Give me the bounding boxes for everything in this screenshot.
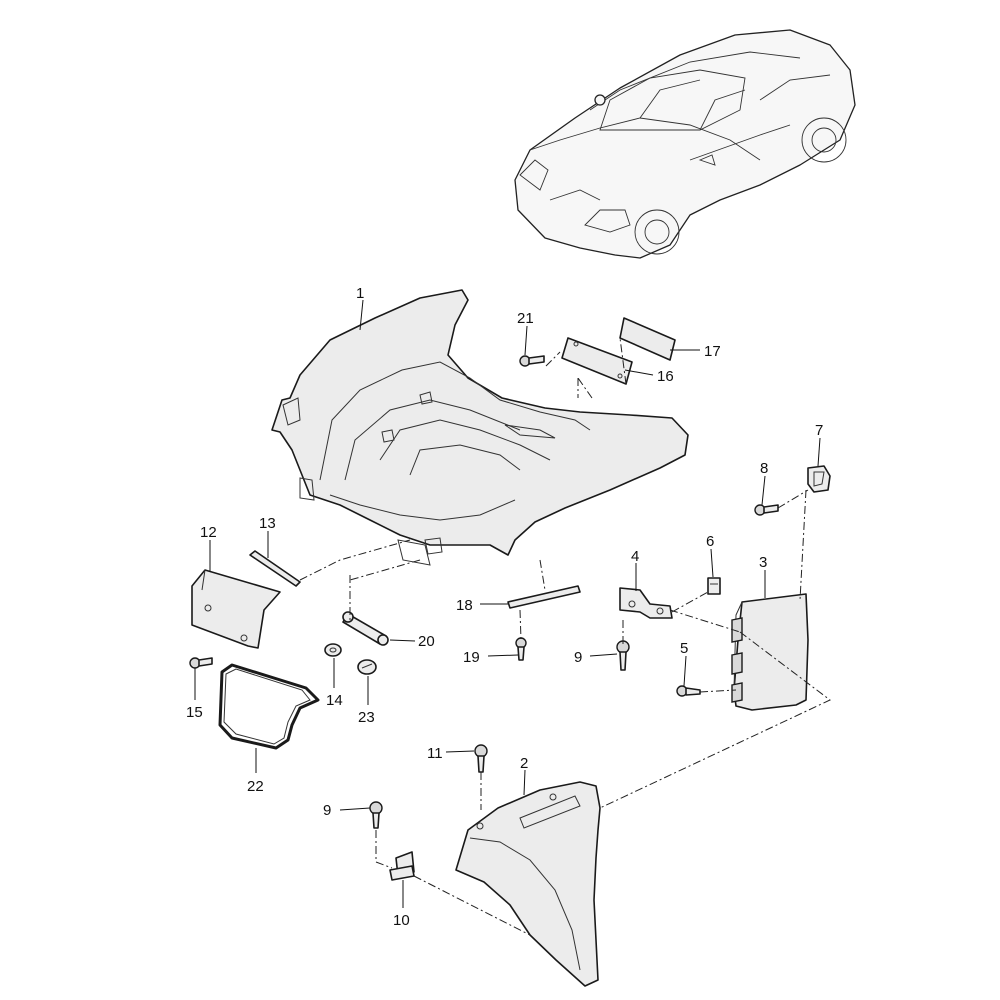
screw-part-15 — [189, 657, 213, 669]
plate-part-16 — [561, 337, 633, 385]
callout-7: 7 — [815, 422, 823, 439]
callout-12: 12 — [200, 524, 217, 541]
callout-5: 5 — [680, 640, 688, 657]
assembly-lines — [299, 337, 831, 936]
screw-part-21 — [519, 355, 545, 367]
side-panel-part-3 — [731, 593, 809, 711]
callout-14: 14 — [326, 692, 343, 709]
strip-part-18 — [507, 585, 581, 609]
callout-11: 11 — [427, 745, 443, 762]
callout-3: 3 — [759, 554, 767, 571]
panel-part-17 — [619, 317, 676, 361]
wire-part-13 — [249, 550, 301, 587]
bracket-part-4 — [619, 587, 673, 619]
small-bracket-part-10 — [389, 851, 415, 881]
callout-labels: 1 2 3 4 5 6 7 8 9 9 10 11 12 13 14 15 16… — [186, 285, 823, 929]
fender-part-2 — [455, 781, 601, 987]
leader-lines — [194, 299, 821, 908]
callout-16: 16 — [657, 368, 674, 385]
link-part-20 — [342, 611, 389, 646]
callout-10: 10 — [393, 912, 410, 929]
callout-20: 20 — [418, 633, 435, 650]
callout-6: 6 — [706, 533, 714, 550]
callout-22: 22 — [247, 778, 264, 795]
washer-part-23 — [357, 659, 377, 675]
screw-part-9-lower — [369, 801, 383, 829]
screw-part-19 — [515, 637, 527, 661]
callout-18: 18 — [456, 597, 473, 614]
washer-part-14 — [324, 643, 342, 657]
callout-8: 8 — [760, 460, 768, 477]
callout-15: 15 — [186, 704, 203, 721]
callout-19: 19 — [463, 649, 480, 666]
callout-9-lower: 9 — [323, 802, 331, 819]
clip-part-7 — [807, 465, 831, 493]
seal-part-22 — [218, 663, 320, 750]
clip-nut-part-6 — [707, 577, 721, 595]
screw-part-9-mid — [616, 640, 630, 671]
front-body-part-1 — [271, 289, 689, 566]
callout-13: 13 — [259, 515, 276, 532]
screw-part-8 — [754, 504, 779, 516]
car-overview-illustration — [514, 29, 856, 259]
callout-9-mid: 9 — [574, 649, 582, 666]
callout-2: 2 — [520, 755, 528, 772]
callout-17: 17 — [704, 343, 721, 360]
callout-4: 4 — [631, 548, 639, 565]
plate-part-12 — [191, 569, 281, 649]
callout-1: 1 — [356, 285, 364, 302]
screw-part-11 — [474, 744, 488, 773]
bolt-part-5 — [676, 685, 701, 697]
callout-23: 23 — [358, 709, 375, 726]
callout-21: 21 — [517, 310, 534, 327]
